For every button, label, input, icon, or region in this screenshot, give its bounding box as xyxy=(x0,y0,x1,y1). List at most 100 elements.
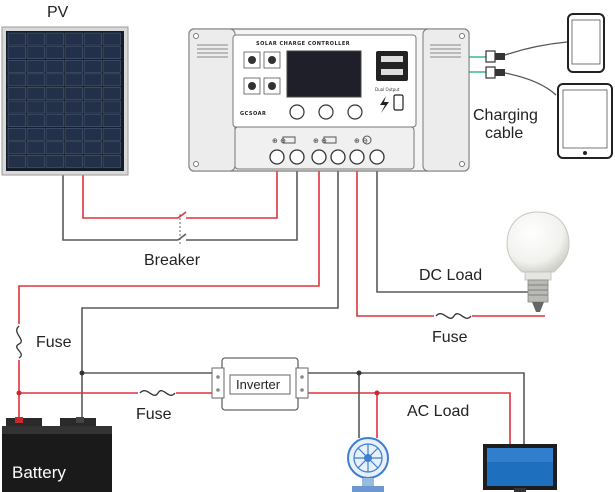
solar-cell xyxy=(64,127,83,141)
solar-cell xyxy=(7,141,26,155)
phone-icon xyxy=(567,13,605,73)
pv-negative-wire xyxy=(62,172,178,241)
fuse-icon xyxy=(138,388,176,398)
solar-cell xyxy=(45,32,64,46)
ac-load-label: AC Load xyxy=(407,403,469,420)
pv-negative-to-controller xyxy=(186,170,298,241)
menu-button xyxy=(289,104,305,120)
controller-title: SOLAR CHARGE CONTROLLER xyxy=(256,41,350,47)
solar-cell xyxy=(26,32,45,46)
solar-cell xyxy=(83,155,102,168)
solar-cell xyxy=(26,46,45,59)
dual-output-label: Dual Output xyxy=(375,87,400,92)
charge-controller-icon: ⊕ ⊖ ⊕ ⊖ ⊕ ⊖ xyxy=(188,28,470,172)
junction-dot xyxy=(374,390,380,396)
svg-text:⊕ ⊖: ⊕ ⊖ xyxy=(272,137,286,145)
solar-cell xyxy=(83,87,102,100)
usb-plug-icon xyxy=(485,50,505,79)
solar-cell xyxy=(83,100,102,114)
junction-dot xyxy=(79,370,85,376)
tablet-icon xyxy=(557,83,613,159)
solar-cell xyxy=(45,46,64,59)
solar-cell xyxy=(102,87,121,100)
solar-cell xyxy=(102,59,121,73)
solar-cell xyxy=(45,87,64,100)
solar-cell xyxy=(83,32,102,46)
solar-cell xyxy=(26,73,45,87)
solar-cell xyxy=(45,59,64,73)
solar-cell xyxy=(45,155,64,168)
solar-cell xyxy=(64,114,83,127)
dc-load-negative-wire xyxy=(376,170,530,293)
solar-cell xyxy=(7,114,26,127)
solar-cell xyxy=(64,73,83,87)
monitor-icon xyxy=(483,444,557,492)
fuse-icon xyxy=(434,311,472,321)
fuse-dc-label: Fuse xyxy=(432,329,468,346)
solar-cell xyxy=(26,155,45,168)
breaker-label: Breaker xyxy=(144,252,201,269)
solar-cell xyxy=(83,141,102,155)
solar-cell xyxy=(26,59,45,73)
junction-dot xyxy=(356,370,362,376)
solar-cell xyxy=(45,127,64,141)
solar-cell xyxy=(83,73,102,87)
solar-cell xyxy=(64,46,83,59)
breaker-switch-bottom xyxy=(177,233,187,241)
breaker-switch-top xyxy=(177,211,187,219)
controller-brand: GCSOAR xyxy=(240,111,266,117)
solar-cell xyxy=(102,141,121,155)
select-button xyxy=(318,104,334,120)
solar-cell xyxy=(7,127,26,141)
solar-cell xyxy=(7,155,26,168)
dc-load-label: DC Load xyxy=(419,267,482,284)
solar-cell xyxy=(83,127,102,141)
solar-cell xyxy=(7,100,26,114)
solar-cell xyxy=(102,32,121,46)
solar-cell xyxy=(64,32,83,46)
fuse-icon xyxy=(15,324,23,360)
battery-icon xyxy=(2,417,112,492)
solar-cell xyxy=(102,127,121,141)
solar-cell xyxy=(102,46,121,59)
wiring xyxy=(16,41,568,446)
pv-positive-to-controller xyxy=(186,170,278,219)
usb-port-block xyxy=(376,51,408,81)
solar-cell xyxy=(64,100,83,114)
solar-cell xyxy=(45,141,64,155)
svg-text:⊕ ⊖: ⊕ ⊖ xyxy=(354,137,368,145)
pv-label: PV xyxy=(47,4,69,21)
solar-panel-icon xyxy=(1,26,129,176)
solar-cell xyxy=(26,114,45,127)
battery-negative-wire xyxy=(81,170,339,424)
fuse-bottom-label: Fuse xyxy=(136,406,172,423)
fuse-left-label: Fuse xyxy=(36,334,72,351)
solar-cell xyxy=(26,87,45,100)
solar-cell xyxy=(64,59,83,73)
solar-cell xyxy=(26,141,45,155)
solar-cell xyxy=(64,155,83,168)
ac-live-wire xyxy=(298,392,511,446)
inverter-icon xyxy=(211,357,309,411)
dc-load-positive-wire xyxy=(356,170,545,317)
solar-cell xyxy=(83,59,102,73)
battery-label: Battery xyxy=(12,463,66,482)
solar-cell xyxy=(83,114,102,127)
pv-positive-wire xyxy=(82,172,178,219)
solar-cell xyxy=(83,46,102,59)
junction-dot xyxy=(16,390,22,396)
solar-cell xyxy=(26,100,45,114)
solar-cell xyxy=(45,73,64,87)
solar-cell xyxy=(64,87,83,100)
solar-cell xyxy=(7,32,26,46)
solar-cell xyxy=(45,114,64,127)
fan-icon xyxy=(347,437,389,492)
charging-cable-label-1: Charging xyxy=(473,107,538,124)
controller-screen xyxy=(286,50,362,98)
solar-cell xyxy=(7,73,26,87)
ac-neutral-wire xyxy=(298,372,525,446)
solar-cell xyxy=(26,127,45,141)
solar-cell xyxy=(102,155,121,168)
solar-cell xyxy=(7,59,26,73)
